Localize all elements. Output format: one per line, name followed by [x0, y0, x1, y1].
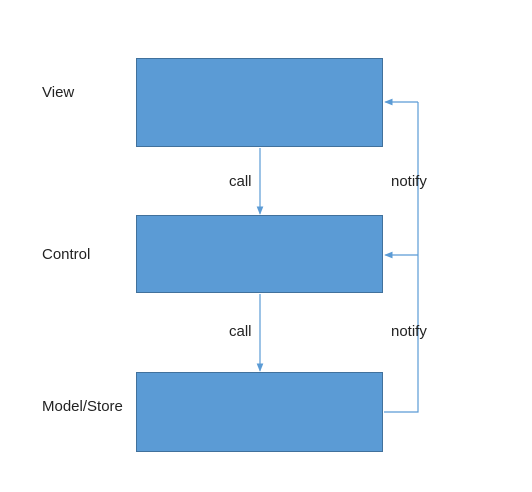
notify-label-top: notify	[391, 173, 427, 190]
control-box	[136, 215, 383, 293]
view-label: View	[42, 84, 75, 101]
call-label-bottom: call	[229, 323, 252, 340]
call-label-top: call	[229, 173, 252, 190]
model-store-box	[136, 372, 383, 452]
model-store-label: Model/Store	[42, 398, 123, 415]
control-label: Control	[42, 246, 91, 263]
notify-label-bottom: notify	[391, 323, 427, 340]
notify-connector-trunk	[384, 102, 419, 413]
view-box	[136, 58, 383, 147]
